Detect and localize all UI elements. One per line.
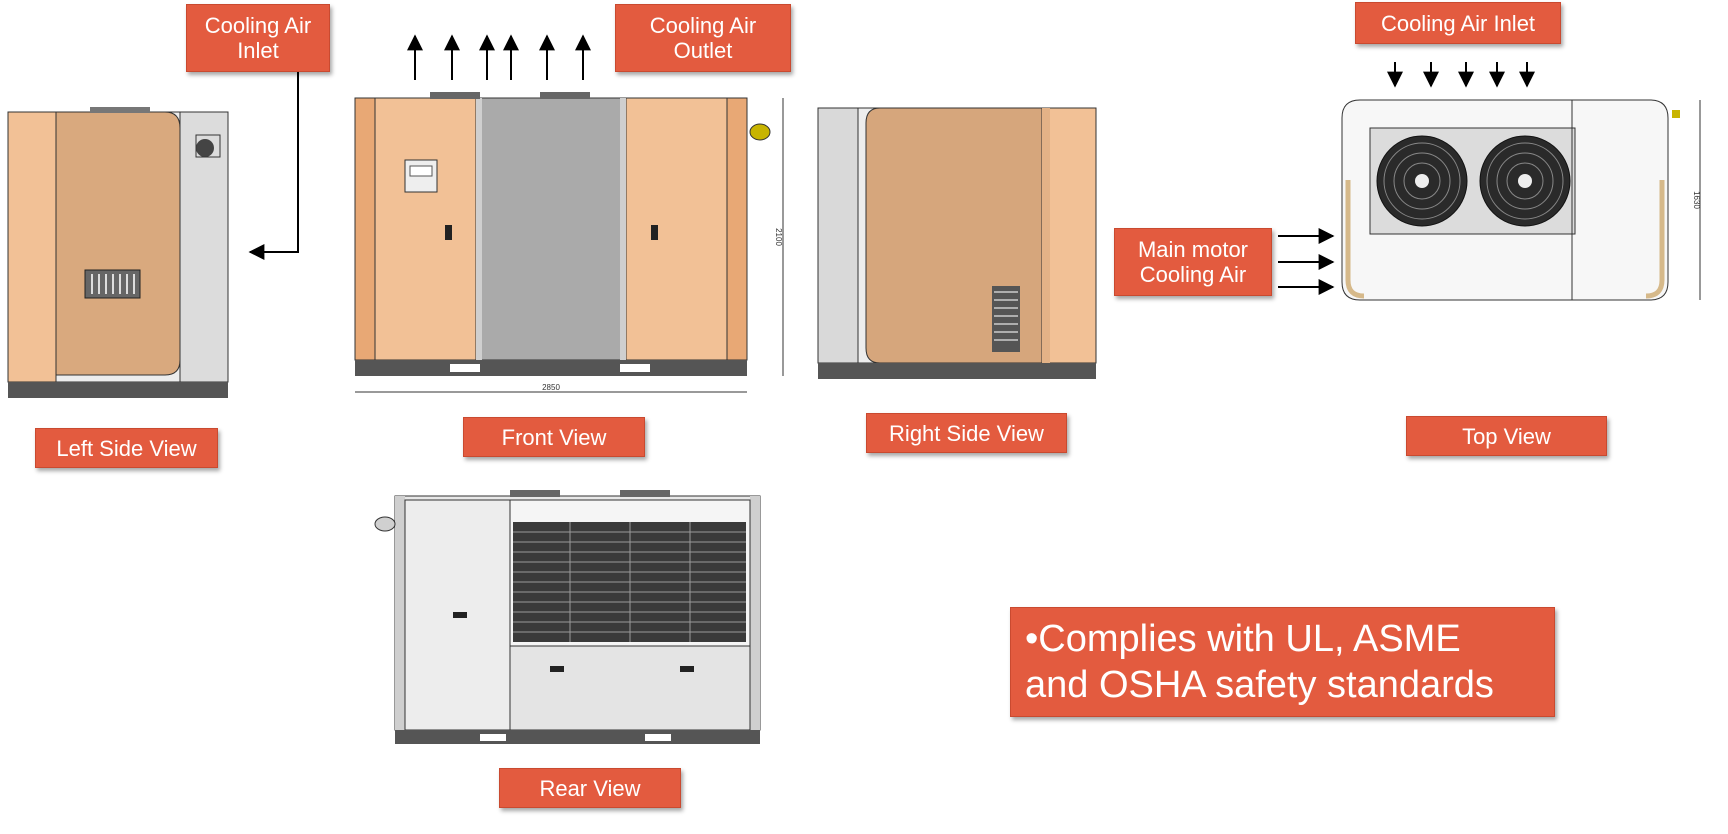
- safety-standards-note: •Complies with UL, ASME and OSHA safety …: [1010, 607, 1555, 717]
- main-motor-arrows: [1278, 228, 1335, 295]
- main-motor-cooling-air-label: Main motor Cooling Air: [1114, 228, 1272, 296]
- cooling-air-outlet-label: Cooling Air Outlet: [615, 4, 791, 72]
- top-depth-dimension: 1630: [1692, 191, 1701, 209]
- front-height-dimension: 2100: [774, 228, 783, 246]
- top-view-label: Top View: [1406, 416, 1607, 456]
- front-view-label: Front View: [463, 417, 645, 457]
- top-inlet-arrows: [1387, 62, 1535, 88]
- right-side-view-drawing: [817, 107, 1097, 379]
- left-inlet-arrow: [248, 72, 299, 260]
- outlet-arrows: [407, 34, 591, 80]
- left-side-view-drawing: [7, 107, 229, 398]
- cooling-air-inlet-left-label: Cooling Air Inlet: [186, 4, 330, 72]
- rear-view-drawing: [374, 490, 761, 744]
- front-width-dimension: 2850: [542, 383, 560, 392]
- cooling-air-inlet-top-label: Cooling Air Inlet: [1355, 2, 1561, 44]
- front-view-drawing: [354, 92, 784, 393]
- rear-view-label: Rear View: [499, 768, 681, 808]
- left-side-view-label: Left Side View: [35, 428, 218, 468]
- right-side-view-label: Right Side View: [866, 413, 1067, 453]
- top-view-drawing: [1341, 99, 1701, 301]
